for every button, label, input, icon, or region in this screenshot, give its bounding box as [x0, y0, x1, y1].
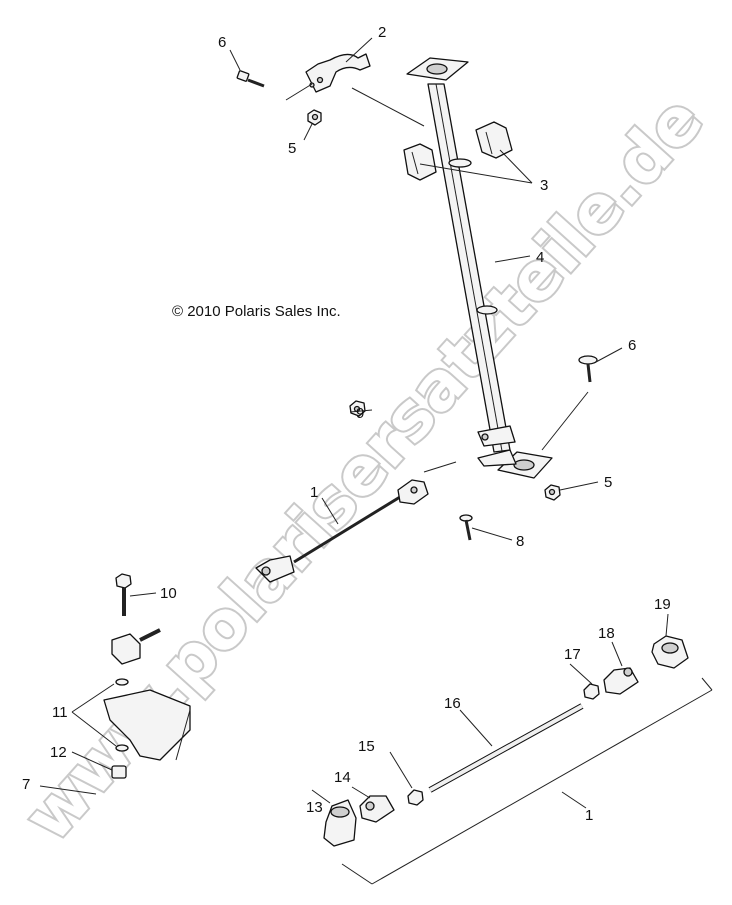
tie-rod-shaft-part: [428, 703, 584, 793]
ball-joint-part: [111, 628, 161, 665]
bolt-part: [236, 70, 265, 88]
bolt-part: [578, 355, 598, 383]
bushing-part: [403, 121, 513, 181]
ball-joint-part: [603, 667, 639, 695]
callout-12: 12: [50, 744, 67, 761]
callout-13: 13: [306, 799, 323, 816]
pitman-bracket-part: [103, 678, 191, 779]
callout-9: 9: [356, 405, 364, 422]
nut-part: [544, 484, 561, 501]
callout-5: 5: [604, 474, 612, 491]
callout-6: 6: [628, 337, 636, 354]
callout-11: 11: [52, 704, 68, 721]
callout-6: 6: [218, 34, 226, 51]
callout-7: 7: [22, 776, 30, 793]
callout-3: 3: [540, 177, 548, 194]
steering-column-part: [406, 57, 553, 479]
callout-5: 5: [288, 140, 296, 157]
callout-8: 8: [516, 533, 524, 550]
jam-nut-part: [583, 683, 600, 700]
tie-rod-end-part: [323, 799, 357, 847]
callout-10: 10: [160, 585, 177, 602]
callout-18: 18: [598, 625, 615, 642]
bolt-part: [115, 573, 132, 616]
callout-2: 2: [378, 24, 386, 41]
copyright-notice: © 2010 Polaris Sales Inc.: [172, 303, 341, 320]
leader-lines: [39, 37, 713, 885]
tie-rod-end-part: [651, 635, 689, 669]
bolt-part: [459, 514, 473, 541]
callout-16: 16: [444, 695, 461, 712]
ball-joint-part: [359, 795, 395, 823]
callout-1: 1: [585, 807, 593, 824]
jam-nut-part: [407, 789, 424, 806]
callout-19: 19: [654, 596, 671, 613]
nut-part: [307, 109, 322, 126]
tie-rod-assembly-part: [255, 479, 429, 583]
callout-14: 14: [334, 769, 351, 786]
callout-1: 1: [310, 484, 318, 501]
callout-4: 4: [536, 249, 544, 266]
callout-15: 15: [358, 738, 375, 755]
callout-17: 17: [564, 646, 581, 663]
clamp-bracket-part: [305, 53, 371, 93]
